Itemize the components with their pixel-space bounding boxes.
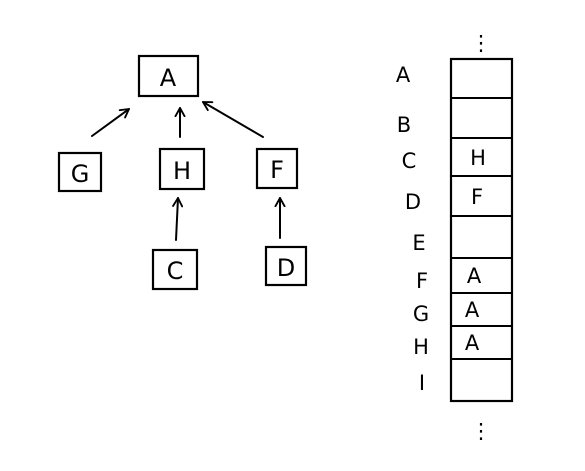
tree-node-label: C xyxy=(167,257,184,285)
parent-array: ⋮ A B C D E F G H I H F A A A ⋮ xyxy=(396,31,514,443)
continuation-bottom: ⋮ xyxy=(471,419,492,443)
tree-node-f: F xyxy=(255,147,299,190)
edge-g-to-a xyxy=(91,108,130,137)
array-row-label-h: H xyxy=(413,335,429,359)
array-row-label-d: D xyxy=(405,190,421,214)
array-row-label-i: I xyxy=(419,371,425,395)
tree-node-label: A xyxy=(160,64,177,92)
array-row-label-a: A xyxy=(396,63,411,87)
tree-node-g: G xyxy=(57,151,103,193)
tree-node-a: A xyxy=(137,54,200,98)
tree-node-label: F xyxy=(270,156,284,184)
tree: A G H F C D xyxy=(57,54,308,291)
tree-node-label: G xyxy=(71,160,90,188)
edge-f-to-a xyxy=(202,101,264,138)
tree-node-c: C xyxy=(151,248,199,291)
tree-node-h: H xyxy=(158,147,206,191)
array-row-label-b: B xyxy=(397,113,411,137)
array-row-label-c: C xyxy=(402,149,417,173)
array-row-label-g: G xyxy=(413,302,429,326)
array-cell-d: F xyxy=(471,185,483,209)
array-row-label-f: F xyxy=(416,269,428,293)
array-cell-g: A xyxy=(465,298,480,322)
tree-node-d: D xyxy=(264,245,308,287)
continuation-top: ⋮ xyxy=(471,31,492,55)
array-border xyxy=(449,57,514,403)
array-cell-f: A xyxy=(467,264,482,288)
array-cell-c: H xyxy=(470,146,486,170)
tree-node-label: D xyxy=(277,254,295,282)
tree-node-label: H xyxy=(173,157,191,185)
array-row-label-e: E xyxy=(412,231,425,255)
edge-c-to-h xyxy=(172,197,184,241)
array-cell-h: A xyxy=(465,331,480,355)
